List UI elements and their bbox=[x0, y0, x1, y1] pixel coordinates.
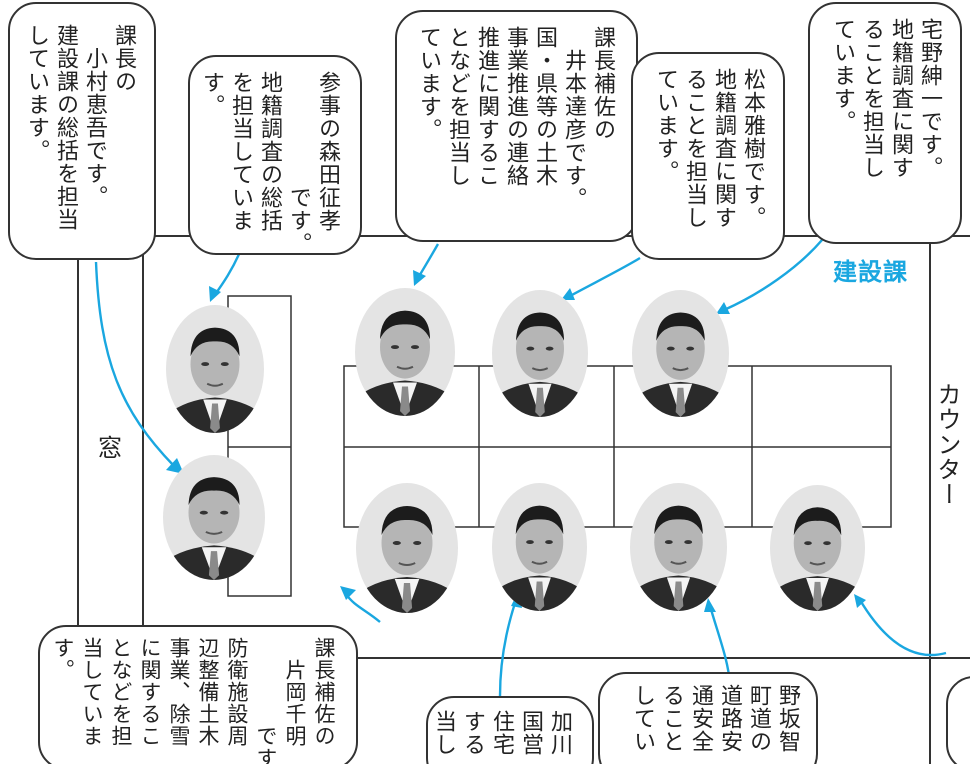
bubble-matsumoto: 松本雅樹です。 地籍調査に関す ることを担当し ています。 bbox=[631, 52, 785, 260]
bubble-far-right bbox=[946, 676, 970, 764]
portrait-drawing bbox=[163, 455, 265, 580]
portrait-drawing bbox=[166, 305, 264, 433]
staff-photo-imoto bbox=[355, 288, 455, 416]
bubble-nosaka-text: 野坂智 町道の 道路安 通安全 ること してい bbox=[630, 684, 800, 753]
desk-left bbox=[227, 295, 292, 597]
staff-photo-morita bbox=[166, 305, 264, 433]
staff-photo-matsumoto bbox=[492, 290, 588, 417]
window-label: 窓 bbox=[98, 434, 122, 462]
staff-photo-kataoka bbox=[356, 483, 458, 613]
bubble-imoto: 課長補佐の 井本達彦です。 国・県等の土木 事業推進の連絡 推進に関するこ とな… bbox=[395, 10, 638, 242]
bubble-kagawa-text: 加川 国営 住宅 する 当し bbox=[431, 710, 572, 756]
bubble-takuno: 宅野紳一です。 地籍調査に関す ることを担当し ています。 bbox=[808, 2, 962, 244]
bubble-imoto-text: 課長補佐の 井本達彦です。 国・県等の土木 事業推進の連絡 推進に関するこ とな… bbox=[416, 26, 615, 210]
portrait-drawing bbox=[770, 485, 865, 611]
staff-photo-takuno bbox=[632, 290, 729, 417]
portrait-drawing bbox=[632, 290, 729, 417]
staff-photo-far-right bbox=[770, 485, 865, 611]
bubble-matsumoto-text: 松本雅樹です。 地籍調査に関す ることを担当し ています。 bbox=[653, 68, 765, 229]
bubble-kimura-text: 課長の 小村恵吾です。 建設課の総括を担当 しています。 bbox=[24, 24, 136, 231]
staff-photo-kimura bbox=[163, 455, 265, 580]
portrait-drawing bbox=[492, 483, 587, 611]
bubble-kataoka-text: 課長補佐の 片岡千明 です。 防衛施設周 辺整備土木 事業、除雪 に関するこ と… bbox=[51, 637, 336, 764]
dept-label: 建設課 bbox=[833, 258, 908, 286]
connector-arrows bbox=[94, 239, 947, 697]
arrow-heads bbox=[166, 270, 866, 612]
bubble-nosaka: 野坂智 町道の 道路安 通安全 ること してい bbox=[598, 672, 818, 764]
bubble-morita-text: 参事の森田征孝 です。 地籍調査の総括 を担当していま す。 bbox=[199, 71, 340, 255]
bubble-takuno-text: 宅野紳一です。 地籍調査に関す ることを担当し ています。 bbox=[830, 18, 942, 179]
bubble-kimura: 課長の 小村恵吾です。 建設課の総括を担当 しています。 bbox=[8, 2, 156, 260]
counter-label: カウンター bbox=[933, 382, 961, 507]
staff-photo-nosaka bbox=[630, 483, 727, 611]
desk-grid bbox=[343, 365, 892, 528]
bubble-kataoka: 課長補佐の 片岡千明 です。 防衛施設周 辺整備土木 事業、除雪 に関するこ と… bbox=[38, 625, 358, 764]
portrait-drawing bbox=[356, 483, 458, 613]
bubble-morita: 参事の森田征孝 です。 地籍調査の総括 を担当していま す。 bbox=[188, 55, 362, 255]
portrait-drawing bbox=[492, 290, 588, 417]
portrait-drawing bbox=[355, 288, 455, 416]
portrait-drawing bbox=[630, 483, 727, 611]
staff-photo-kagawa bbox=[492, 483, 587, 611]
bubble-kagawa: 加川 国営 住宅 する 当し bbox=[426, 696, 594, 764]
